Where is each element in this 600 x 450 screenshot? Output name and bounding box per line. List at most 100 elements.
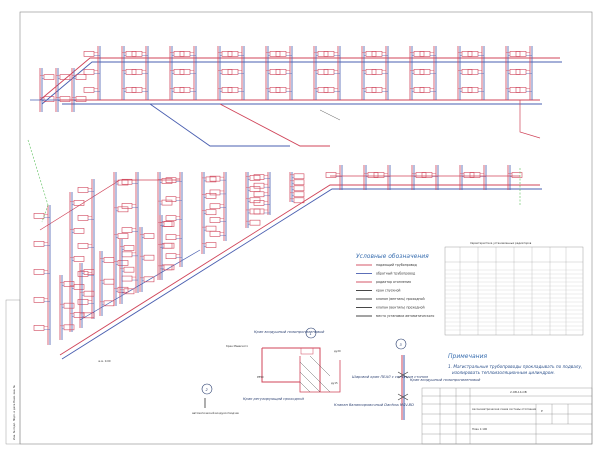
radiator	[125, 51, 137, 57]
radiator	[83, 290, 95, 297]
radiator	[143, 254, 155, 261]
radiator	[467, 51, 479, 57]
radiator	[103, 278, 115, 285]
radiator	[419, 69, 431, 75]
detail-node-3: 3 Шаровой кран ПЕАЛ с сетчатым стопом Кл…	[334, 338, 481, 420]
radiator	[317, 69, 329, 75]
radiator	[293, 191, 305, 198]
radiator	[179, 87, 191, 93]
radiator	[421, 172, 433, 178]
radiator	[413, 87, 425, 93]
radiator	[227, 51, 239, 57]
radiator	[293, 185, 305, 192]
radiator	[121, 227, 133, 233]
radiator	[515, 51, 527, 57]
radiator	[83, 87, 95, 93]
radiator	[373, 172, 385, 178]
radiator	[467, 69, 479, 75]
radiator	[73, 200, 85, 206]
upper-system	[30, 46, 562, 147]
node-3-label: 3	[400, 343, 403, 347]
radiator	[75, 74, 87, 80]
radiator	[165, 196, 177, 202]
radiator	[365, 87, 377, 93]
radiator	[173, 69, 185, 75]
radiator	[179, 51, 191, 57]
radiator	[77, 215, 89, 221]
radiator	[161, 178, 173, 184]
radiator	[121, 178, 133, 185]
detail-node-2: 2 автоматический воздухоотводчик	[192, 383, 239, 415]
radiator	[83, 269, 95, 275]
radiator	[209, 217, 221, 223]
radiator	[509, 51, 521, 57]
radiator	[205, 225, 217, 232]
radiator	[83, 312, 95, 319]
radiator	[123, 266, 135, 273]
radiator	[165, 215, 177, 221]
node-1-marker	[305, 327, 317, 339]
legend-item-label: обратный трубопровод	[376, 272, 416, 276]
radiator	[221, 51, 233, 57]
radiator	[43, 96, 55, 102]
elevation-label: ж.м. 0.00	[98, 359, 111, 363]
radiator-table: Характеристика установленных радиаторов	[444, 241, 584, 336]
radiator	[249, 208, 261, 215]
radiator	[413, 69, 425, 75]
radiator	[123, 288, 135, 295]
lower-system	[33, 172, 542, 360]
radiator	[165, 234, 177, 240]
title-block-code: 2-ОВ-14-ОВ	[510, 390, 527, 394]
title-block-stage: Р	[541, 409, 543, 413]
radiator	[509, 69, 521, 75]
radiator	[73, 256, 85, 262]
radiator	[121, 203, 133, 209]
radiator	[33, 325, 45, 331]
radiator	[33, 297, 45, 303]
radiator	[63, 324, 75, 331]
radiator	[121, 251, 133, 258]
radiator	[461, 69, 473, 75]
radiator	[317, 87, 329, 93]
return-main	[41, 61, 562, 105]
supply-main	[39, 57, 560, 101]
side-stamp: Инв. № подл. Подп. и дата Взам. инв. №	[12, 385, 16, 440]
radiator	[515, 87, 527, 93]
callout-balans: Клапан балансировочный Danfoss MSV-BD	[334, 403, 414, 407]
callout-kran-vozd: Кран воздушный полипропиленовый	[254, 330, 325, 334]
radiator	[323, 87, 335, 93]
radiator	[63, 302, 75, 309]
radiator	[275, 69, 287, 75]
radiator	[419, 87, 431, 93]
legend-item-label: кран спускной	[376, 289, 401, 293]
radiator	[323, 69, 335, 75]
radiator	[33, 213, 45, 219]
radiator	[123, 245, 135, 251]
radiator	[209, 231, 221, 237]
middle-system	[325, 165, 523, 190]
radiator	[143, 233, 155, 239]
radiator	[413, 51, 425, 57]
radiator	[461, 51, 473, 57]
legend-title: Условные обозначения	[356, 253, 429, 260]
radiator	[59, 74, 71, 80]
radiator	[173, 87, 185, 93]
radiator	[253, 182, 265, 189]
radiator	[221, 69, 233, 75]
radiator	[117, 233, 129, 239]
radiator	[415, 172, 427, 178]
node-1-label: 1	[310, 332, 312, 336]
radiator	[59, 96, 71, 102]
legend-item-label: место установки автоматического	[376, 314, 434, 318]
notes: Примечания 1. Магистральные трубопроводы…	[448, 353, 582, 375]
radiator	[249, 175, 261, 181]
radiator	[117, 179, 129, 186]
radiator	[131, 87, 143, 93]
return-main	[61, 188, 542, 360]
radiator	[117, 260, 129, 266]
node-3-marker	[395, 338, 407, 350]
side-stamp-box	[5, 299, 21, 445]
radiator	[253, 191, 265, 198]
radiator	[469, 172, 481, 178]
